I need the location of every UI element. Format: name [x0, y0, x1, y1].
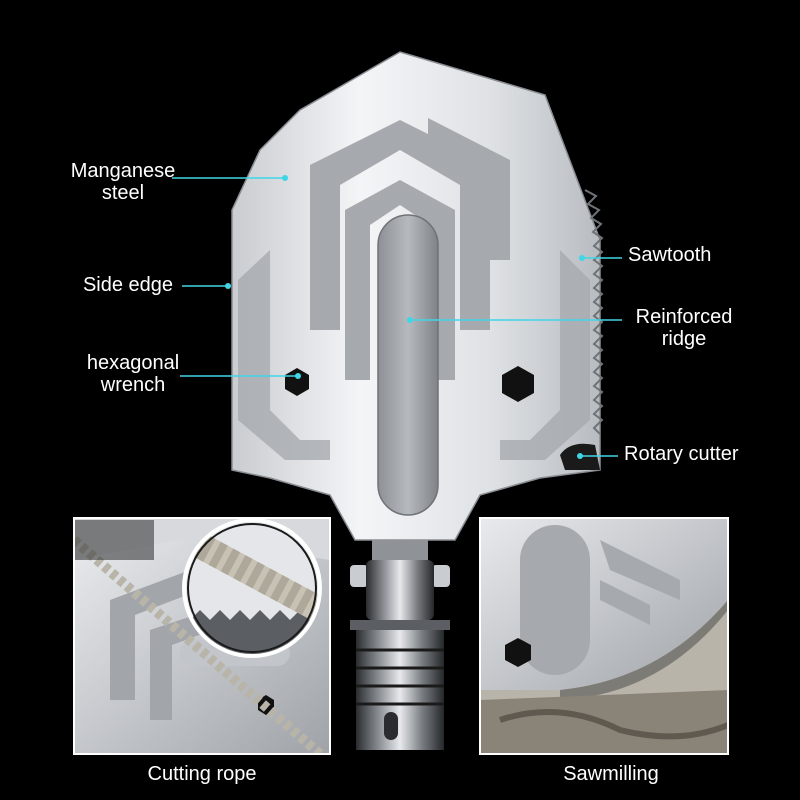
label-manganese-steel-line2: steel	[101, 182, 145, 204]
shovel-handle	[350, 540, 450, 750]
inset-cutting-rope	[74, 518, 330, 754]
label-hexagonal-wrench: hexagonal wrench	[70, 352, 196, 396]
label-rotary-cutter: Rotary cutter	[624, 443, 739, 465]
label-manganese-steel: Manganese steel	[58, 160, 188, 204]
label-hexagonal-wrench-line1: hexagonal	[86, 352, 180, 374]
sawtooth-edge	[584, 189, 604, 435]
callout-dots	[225, 175, 585, 459]
label-reinforced-ridge-line2: ridge	[661, 328, 707, 350]
caption-sawmilling: Sawmilling	[563, 763, 659, 785]
hex-wrench-hole-right	[502, 366, 534, 402]
rope-zoom-circle	[182, 518, 322, 658]
label-reinforced-ridge: Reinforced ridge	[622, 306, 746, 350]
shovel-blade	[231, 51, 604, 541]
inset-sawmilling	[480, 518, 728, 754]
label-side-edge: Side edge	[82, 274, 174, 296]
label-sawtooth: Sawtooth	[628, 244, 712, 266]
callout-lines	[172, 177, 622, 457]
caption-cutting-rope: Cutting rope	[147, 763, 257, 785]
reinforced-ridge	[377, 214, 439, 516]
label-reinforced-ridge-line1: Reinforced	[635, 306, 733, 328]
label-manganese-steel-line1: Manganese	[70, 160, 176, 182]
label-hexagonal-wrench-line2: wrench	[100, 374, 166, 396]
hex-wrench-hole-left	[285, 368, 309, 396]
